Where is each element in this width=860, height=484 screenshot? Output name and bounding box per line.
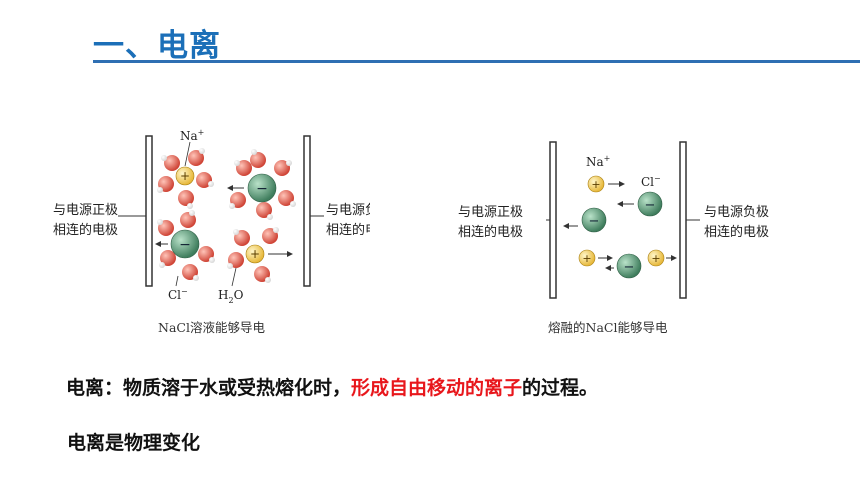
chloride-label: Cl− xyxy=(641,174,661,189)
hydrated-chloride-ion-2: − xyxy=(157,210,215,281)
ionization-definition: 电离：物质溶于水或受热熔化时，形成自由移动的离子的过程。 xyxy=(66,373,598,400)
water-label-sub: 2 xyxy=(228,296,233,305)
anode-label-line1: 与电源正极 xyxy=(53,203,118,218)
sodium-plus-sign: + xyxy=(180,169,190,183)
chloride-minus-sign-2: − xyxy=(589,214,600,229)
chloride-label-text: Cl xyxy=(641,175,654,189)
cathode-label: 与电源负极 相连的电极 xyxy=(704,205,773,240)
sodium-label-text: Na xyxy=(586,155,604,169)
anode-label-line1: 与电源正极 xyxy=(458,205,523,220)
chloride-ion-1: − xyxy=(637,191,663,217)
sodium-plus-sign-3: + xyxy=(651,252,660,265)
title-underline xyxy=(93,60,860,63)
physical-change-note: 电离是物理变化 xyxy=(67,432,201,454)
chloride-minus-sign: − xyxy=(256,181,268,197)
anode-label-line2: 相连的电极 xyxy=(53,222,118,238)
sodium-ion-2: + xyxy=(578,249,596,267)
anode-plate xyxy=(549,141,557,299)
chloride-minus-sign: − xyxy=(645,198,656,213)
definition-part2: 的过程。 xyxy=(522,377,599,399)
chloride-label: Cl− xyxy=(168,287,188,302)
anode-label: 与电源正极 相连的电极 xyxy=(458,205,527,240)
water-label-o: O xyxy=(234,288,244,302)
sodium-label: Na+ xyxy=(586,154,610,169)
cathode-label-line1: 与电源负极 xyxy=(704,205,769,220)
hydrated-sodium-ion-1: + xyxy=(157,148,214,209)
chloride-label-charge: − xyxy=(181,287,188,296)
cathode-plate xyxy=(679,141,687,299)
anode-plate xyxy=(145,135,153,287)
water-label-h: H xyxy=(218,288,228,302)
anode-label-line2: 相连的电极 xyxy=(458,224,523,240)
sodium-label-charge: + xyxy=(604,154,611,163)
chloride-ion-2: − xyxy=(581,207,607,233)
definition-part1: 电离：物质溶于水或受热熔化时， xyxy=(66,377,352,399)
sodium-label: Na+ xyxy=(180,128,204,143)
cathode-label-line1: 与电源负极 xyxy=(326,203,370,218)
hydrated-chloride-ion-1: − xyxy=(229,149,296,220)
chloride-label-charge: − xyxy=(654,174,661,183)
anode-label: 与电源正极 相连的电极 xyxy=(53,203,122,238)
sodium-label-charge: + xyxy=(198,128,205,137)
page-title: 一、电离 xyxy=(93,28,221,64)
sodium-plus-sign-2: + xyxy=(582,252,591,265)
water-label: H2O xyxy=(218,288,244,305)
figure-caption-solution: NaCl溶液能够导电 xyxy=(158,320,265,335)
sodium-plus-sign-2: + xyxy=(250,247,260,261)
cathode-plate xyxy=(303,135,311,287)
definition-highlight: 形成自由移动的离子 xyxy=(351,377,523,399)
figure-caption-molten: 熔融的NaCl能够导电 xyxy=(548,320,668,335)
chloride-ion-3: − xyxy=(616,253,642,279)
chloride-minus-sign-2: − xyxy=(179,237,191,253)
sodium-label-text: Na xyxy=(180,129,198,143)
cathode-label: 与电源负极 相连的电极 xyxy=(326,203,370,238)
sodium-ion-1: + xyxy=(587,175,605,193)
figure-molten-conduction: 与电源正极 相连的电极 与电源负极 相连的电极 Na+ + Cl− − − + … xyxy=(448,134,818,348)
chloride-minus-sign-3: − xyxy=(624,260,635,275)
cathode-label-line2: 相连的电极 xyxy=(326,222,370,238)
figure-solution-conduction: 与电源正极 相连的电极 与电源负极 相连的电极 + Na+ − − xyxy=(40,118,370,348)
chloride-label-text: Cl xyxy=(168,288,181,302)
sodium-plus-sign: + xyxy=(591,178,600,191)
cathode-label-line2: 相连的电极 xyxy=(704,224,769,240)
sodium-ion-3: + xyxy=(647,249,665,267)
hydrated-sodium-ion-2: + xyxy=(227,227,279,283)
